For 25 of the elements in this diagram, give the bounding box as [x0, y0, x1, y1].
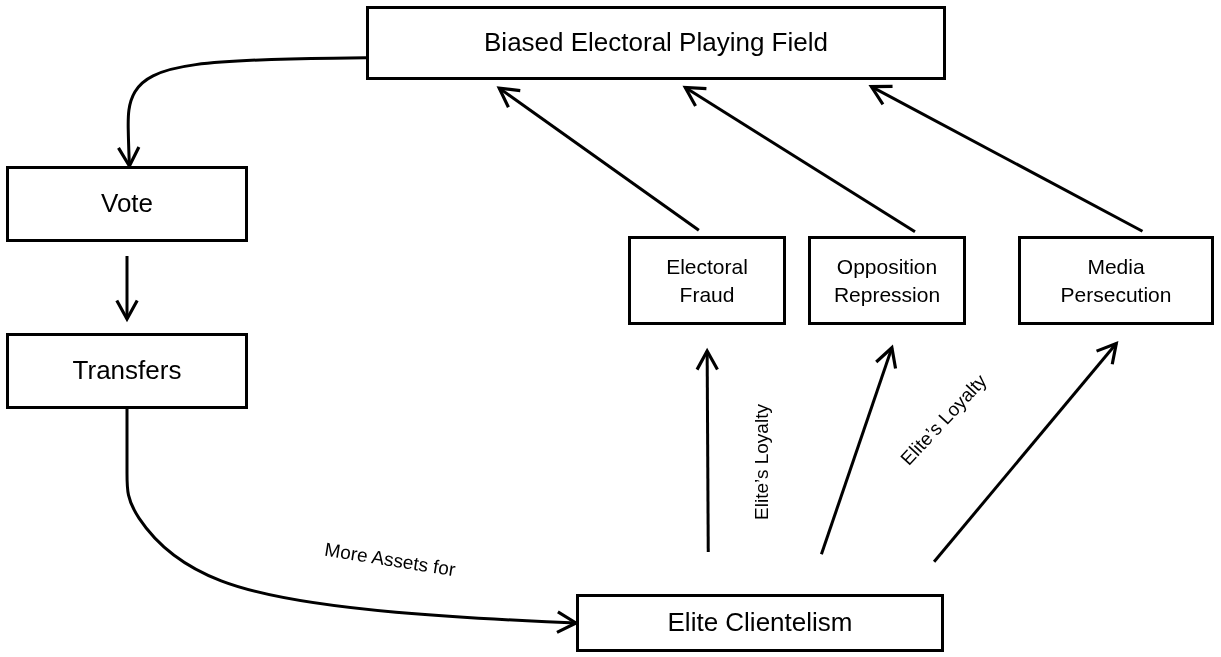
arrow	[869, 84, 1144, 233]
arrow	[115, 256, 139, 321]
node-label: Transfers	[72, 354, 182, 388]
process-box	[1018, 236, 1214, 325]
node-label: Media Persecution	[1059, 254, 1173, 308]
arrow	[125, 409, 578, 634]
process-box	[808, 236, 966, 325]
node-label: Electoral Fraud	[665, 254, 749, 308]
node-label: Vote	[100, 187, 154, 221]
process-box	[366, 6, 946, 80]
node-label: Elite Clientelism	[667, 606, 853, 640]
process-box	[628, 236, 786, 325]
arrow	[683, 85, 916, 234]
edge-label: More Assets for	[323, 538, 457, 582]
edge-label: Elite’s Loyalty	[750, 404, 773, 520]
process-box	[6, 333, 248, 409]
node-label: Biased Electoral Playing Field	[484, 26, 828, 60]
arrow	[820, 346, 898, 555]
arrow	[932, 341, 1118, 563]
process-box	[576, 594, 944, 652]
arrow	[497, 86, 700, 232]
node-label: Opposition Repression	[832, 254, 942, 308]
process-box	[6, 166, 248, 242]
arrow	[116, 56, 366, 168]
arrow	[695, 349, 720, 552]
